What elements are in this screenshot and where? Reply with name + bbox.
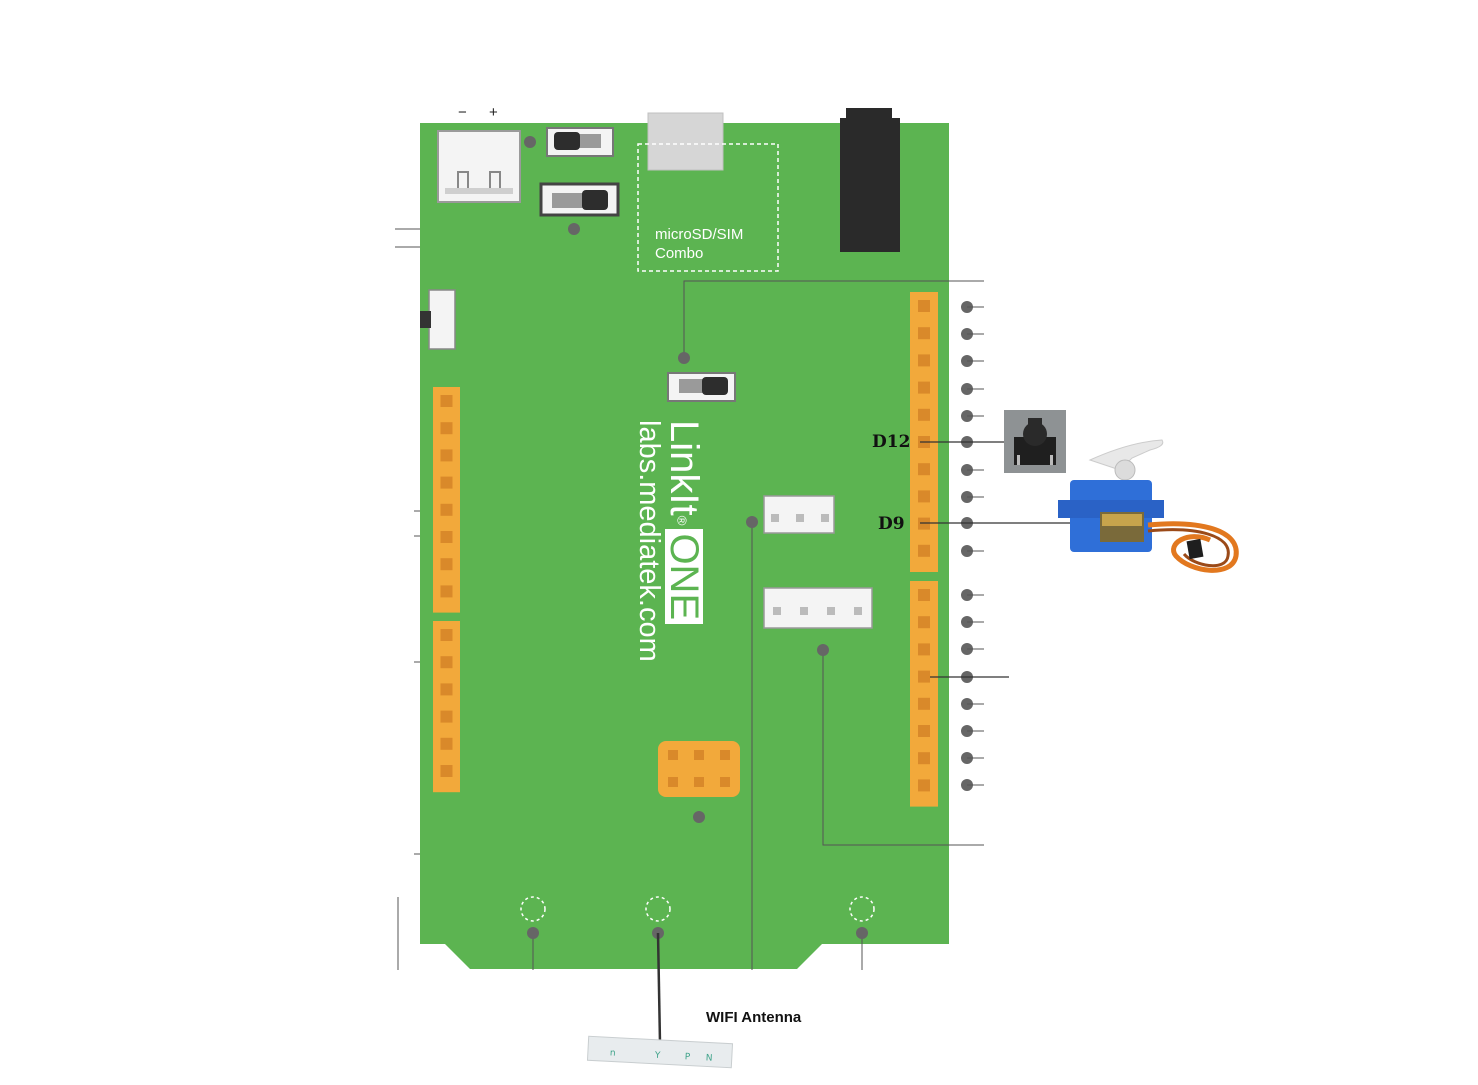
wifi-antenna-label: WIFI Antenna [706, 1009, 802, 1026]
header-pin [918, 589, 930, 601]
audio-jack [840, 108, 900, 252]
svg-text:N: N [705, 1053, 712, 1063]
side-reset-button [420, 289, 456, 350]
microsd-sim-label-line1: microSD/SIM [655, 226, 744, 243]
pin-label-d12: D12 [872, 432, 911, 452]
header-pin [918, 752, 930, 765]
slide-switch-2 [539, 182, 620, 217]
brand-url: labs.mediatek.com [633, 420, 665, 662]
callout-line [822, 650, 984, 846]
callout-dot [568, 223, 580, 235]
header-pin [918, 354, 930, 367]
icsp-header [658, 741, 740, 797]
header-body [433, 621, 460, 793]
header-pin [440, 710, 453, 723]
header-pin [440, 422, 453, 435]
left-header-top [433, 387, 460, 613]
header-pin [918, 381, 930, 394]
right-header-top [910, 292, 938, 572]
pushbutton-component [1004, 410, 1066, 473]
svg-text:Y: Y [654, 1051, 662, 1061]
header-pin [918, 544, 930, 557]
mounting-holes [520, 896, 875, 922]
brand-model: ONE [662, 529, 706, 625]
header-body [910, 581, 938, 807]
header-pin [440, 476, 453, 489]
header-pin [918, 779, 930, 792]
battery-plus-label: + [489, 104, 498, 121]
header-pin [918, 616, 930, 629]
header-pin [440, 395, 453, 407]
header-pin [440, 531, 453, 543]
header-pin [918, 697, 930, 710]
callout-dot [524, 136, 536, 148]
header-pin [440, 629, 453, 641]
wifi-antenna: n Y P N [586, 932, 734, 1069]
header-pin [918, 490, 930, 503]
callout-dot [678, 352, 690, 364]
header-pin [440, 656, 453, 669]
header-pin [440, 585, 453, 598]
header-pin [440, 737, 453, 750]
callout-line [683, 280, 984, 358]
svg-text:P: P [684, 1052, 691, 1062]
slide-switch-1 [546, 127, 614, 157]
grove-connector-4pin [763, 587, 873, 629]
slide-switch-center [667, 372, 736, 402]
battery-connector [437, 130, 521, 203]
header-pin [918, 670, 930, 683]
callout-dot [817, 644, 829, 656]
microsd-sim-label-line2: Combo [655, 245, 704, 262]
header-pin [918, 408, 930, 421]
callout-dot [693, 811, 705, 823]
header-pin [440, 449, 453, 462]
header-pin [918, 643, 930, 656]
header-pin [918, 300, 930, 312]
pin-label-d9: D9 [878, 514, 905, 534]
header-pin [440, 765, 453, 777]
microsd-sim-slot [637, 143, 779, 272]
header-body [433, 387, 460, 613]
brand-name: LinkIt [662, 420, 706, 516]
grove-connector-3pin [763, 495, 835, 534]
header-pin [440, 558, 453, 571]
callout-dot [746, 516, 758, 528]
left-header-bottom [433, 621, 460, 793]
battery-minus-label: − [458, 104, 467, 121]
board-branding: LinkIt® ONE labs.mediatek.com [633, 420, 706, 662]
right-pin-callouts [961, 301, 984, 791]
servo-motor-component [1058, 439, 1239, 573]
header-pin [440, 683, 453, 696]
svg-text:n: n [610, 1048, 616, 1058]
registered-mark: ® [674, 515, 690, 526]
right-header-bottom [910, 581, 938, 807]
microsd-sim-label: microSD/SIM Combo [655, 225, 743, 263]
header-pin [440, 503, 453, 516]
usb-port [647, 112, 724, 171]
header-pin [918, 725, 930, 737]
header-pin [918, 327, 930, 340]
header-pin [918, 463, 930, 476]
